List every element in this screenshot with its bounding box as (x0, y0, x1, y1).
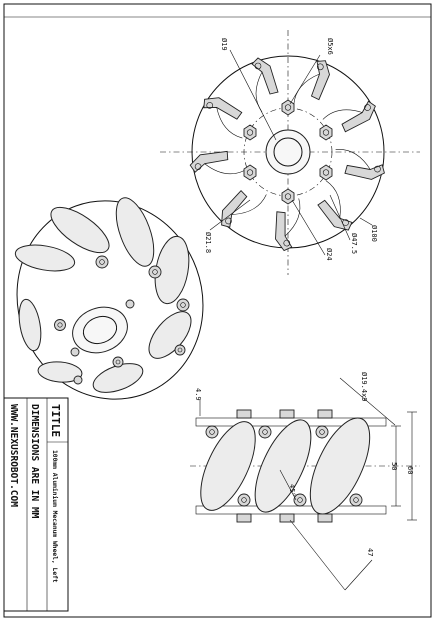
isometric-view (14, 197, 204, 400)
hex-nut (281, 99, 295, 116)
roller-brackets (189, 57, 385, 252)
dim-outer: Ø100 (370, 225, 378, 242)
title-value: 100mm Aluminium Mecanum Wheel, Left (51, 450, 59, 583)
dim-roller: Ø19.4x9 (360, 372, 368, 402)
title-label: TITLE (49, 404, 62, 437)
hub (265, 129, 311, 175)
dim-inner: 50 (390, 462, 398, 470)
dim-rim: 4.9 (194, 388, 202, 401)
title-block: TITLE 100mm Aluminium Mecanum Wheel, Lef… (3, 397, 69, 612)
iso-rollers (14, 197, 192, 393)
units-note: DIMENSIONS ARE IN MM (29, 404, 40, 519)
front-view: Ø19 Ø5x6 Ø21.8 Ø24 Ø47.5 Ø100 (160, 30, 420, 275)
iso-bosses (54, 255, 190, 385)
hex-nut (243, 124, 257, 141)
hex-nut (281, 188, 295, 205)
dim-pcd-small: Ø21.8 (204, 232, 212, 253)
dim-overall: 60 (406, 466, 414, 474)
side-rollers (200, 417, 371, 515)
sheet-border (3, 3, 432, 618)
dim-angle: 45° (288, 484, 296, 497)
dim-hole-count: Ø5x6 (326, 38, 334, 55)
hex-nut (319, 124, 333, 141)
center-bore (273, 137, 303, 167)
dim-pcd-large: Ø47.5 (350, 233, 358, 254)
dim-roller-len: 47 (366, 548, 374, 556)
website: WWW.NEXUSROBOT.COM (8, 404, 19, 507)
hex-nut (319, 164, 333, 181)
hex-nut (243, 164, 257, 181)
side-view: 4.9 Ø19.4x9 50 60 45° 47 (190, 372, 420, 591)
dim-bore: Ø19 (220, 38, 228, 51)
dim-pcd: Ø24 (325, 248, 333, 261)
side-bosses (205, 409, 363, 523)
